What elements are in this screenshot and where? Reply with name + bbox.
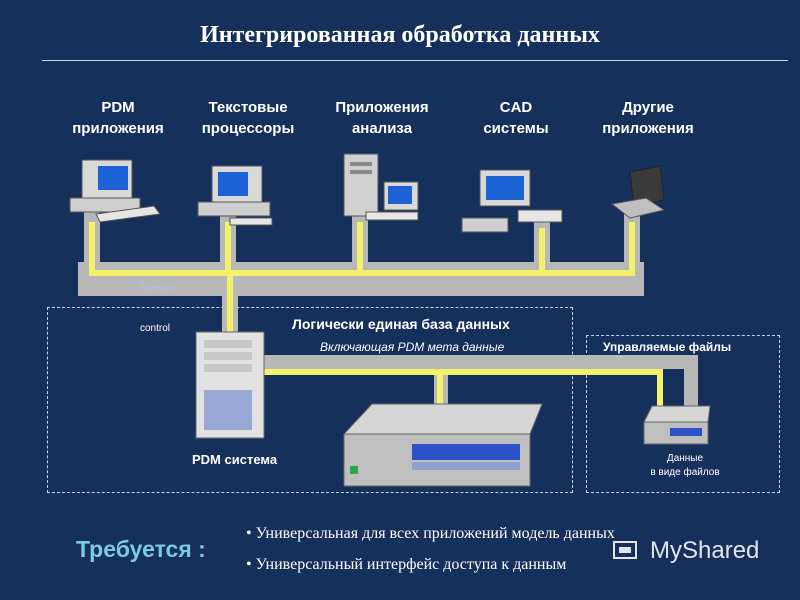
managed-files-title: Управляемые файлы [603, 340, 732, 354]
requirement-item: • Универсальная для всех приложений моде… [246, 525, 615, 542]
control-line [89, 222, 663, 408]
database-region [47, 307, 573, 493]
pdm-system-label: PDM система [192, 452, 278, 467]
pdm-server-icon [195, 331, 265, 439]
control-label: control [140, 323, 171, 334]
watermark-logo-icon [613, 541, 637, 559]
requirement-item: • Универсальный интерфейс доступа к данн… [246, 556, 567, 573]
database-title: Логически единая база данных [292, 316, 510, 332]
cad-workstation-icon [461, 169, 563, 233]
text-processor-workstation-icon [197, 165, 273, 226]
file-storage-icon [643, 405, 711, 445]
managed-files-region [586, 335, 780, 493]
app-label-other: Другие приложения [602, 99, 694, 137]
laptop-icon [610, 165, 666, 219]
requirement-text: Универсальная для всех приложений модель… [255, 525, 615, 542]
pdm-workstation-icon [69, 159, 161, 223]
requirements-label: Требуется : [76, 536, 206, 562]
database-storage-icon [342, 403, 543, 487]
watermark-text: MyShared [650, 537, 760, 564]
analysis-workstation-icon [343, 153, 419, 221]
network-bus [78, 212, 698, 409]
app-label-text-processors: Текстовые процессоры [201, 99, 295, 137]
database-subtitle: Включающая PDM мета данные [320, 340, 505, 354]
app-label-cad: CAD системы [483, 99, 549, 137]
app-label-analysis: Приложения анализа [335, 99, 429, 137]
requirement-text: Универсальный интерфейс доступа к данным [255, 556, 567, 573]
managed-files-sublabel: Данные в виде файлов [650, 453, 720, 478]
network-label: Network [142, 283, 176, 293]
page-title: Интегрированная обработка данных [200, 22, 600, 48]
app-label-pdm: PDM приложения [72, 99, 164, 137]
title-divider [42, 60, 788, 61]
